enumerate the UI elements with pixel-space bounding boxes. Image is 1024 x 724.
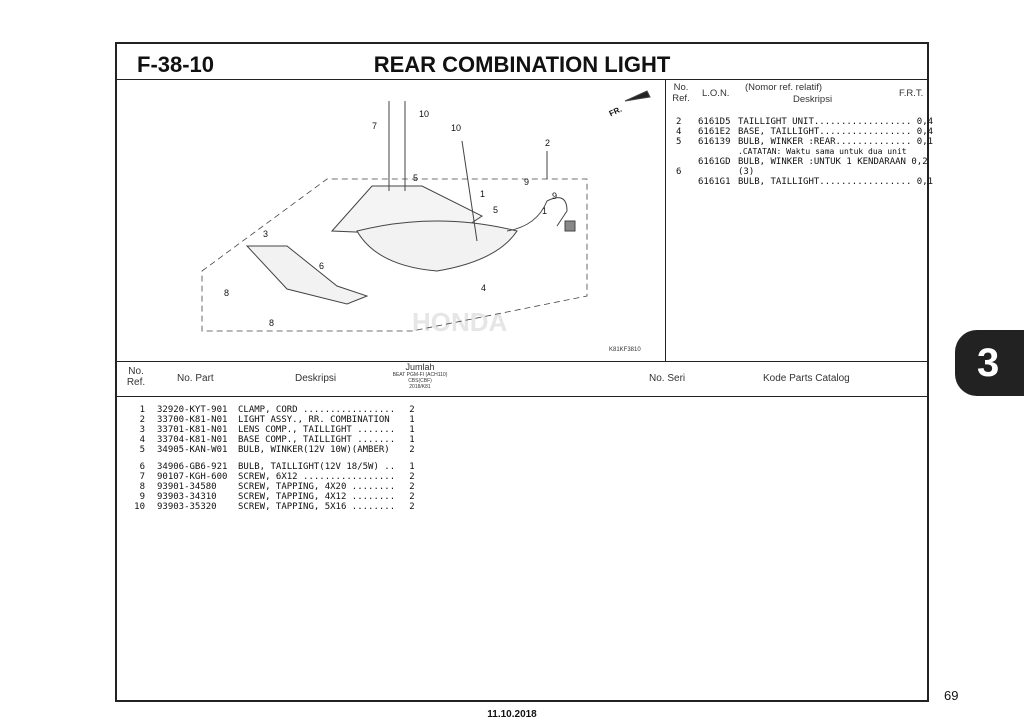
callout: 3 (263, 229, 269, 239)
cell-qty: 2 (409, 482, 415, 492)
desc-top-header: (Nomor ref. relatif) (745, 82, 823, 93)
section-tab[interactable]: 3 (955, 330, 1024, 396)
cell-qty: 2 (409, 492, 415, 502)
cell-ref: 9 (139, 492, 145, 502)
cell-qty: 1 (409, 435, 415, 445)
cell-part: 33701-K81-N01 (157, 425, 228, 435)
cell-ref: 5 (139, 445, 145, 455)
callout: 6 (319, 261, 325, 271)
ref-no-header: No. Ref. (672, 82, 690, 104)
desc-header: Deskripsi (793, 94, 833, 105)
divider (117, 79, 927, 80)
cell-qty: 1 (409, 415, 415, 425)
cell-qty: 2 (409, 502, 415, 512)
callout: 1 (542, 206, 548, 216)
catalog-code-header: Kode Parts Catalog (763, 373, 850, 384)
parts-ref-header: No. Ref. (126, 366, 146, 388)
callout: 5 (493, 205, 499, 215)
callout: 8 (269, 318, 275, 328)
cell-ref: 8 (139, 482, 145, 492)
cell-qty: 2 (409, 472, 415, 482)
cell-part: 34905-KAN-W01 (157, 445, 228, 455)
desc-header: Deskripsi (295, 373, 337, 384)
callout: 9 (552, 191, 558, 201)
cell-part: 93901-34580 (157, 482, 217, 492)
cell-part: 34906-GB6-921 (157, 462, 228, 472)
divider (117, 361, 927, 362)
callout: 1 (480, 189, 486, 199)
callout: 7 (372, 121, 378, 131)
page-number: 69 (944, 688, 959, 703)
cell-qty: 1 (409, 425, 415, 435)
cell-ref: 7 (139, 472, 145, 482)
catalog-page-frame: F-38-10 REAR COMBINATION LIGHT HONDA FR.… (115, 42, 933, 702)
publication-date: 11.10.2018 (487, 709, 537, 720)
cell-part: 93903-34310 (157, 492, 217, 502)
callout: 4 (481, 283, 487, 293)
cell-ref: 1 (139, 405, 145, 415)
cell-part: 33700-K81-N01 (157, 415, 228, 425)
cell-part: 33704-K81-N01 (157, 435, 228, 445)
cell-qty: 2 (409, 405, 415, 415)
cell-ref: 10 (134, 502, 145, 512)
cell-ref: 6 (139, 462, 145, 472)
part-no-header: No. Part (177, 373, 214, 384)
cell-ref: 3 (139, 425, 145, 435)
cell-desc: BASE COMP., TAILLIGHT ....... (238, 435, 396, 445)
cell-ref: 2 (139, 415, 145, 425)
cell-desc: LIGHT ASSY., RR. COMBINATION (238, 415, 390, 425)
cell-desc: CLAMP, CORD ................. (238, 405, 396, 415)
cell-desc: SCREW, 6X12 ................. (238, 472, 396, 482)
lon-header: L.O.N. (702, 88, 730, 99)
cell-desc: LENS COMP., TAILLIGHT ....... (238, 425, 396, 435)
callout: 10 (419, 109, 430, 119)
frt-header: F.R.T. (899, 88, 924, 99)
cell-part: 32920-KYT-901 (157, 405, 228, 415)
cell-part: 93903-35320 (157, 502, 217, 512)
serial-no-header: No. Seri (649, 373, 686, 384)
qty-header: Jumlah BEAT PGM-FI (ACH110) CBS(CBF) 201… (392, 362, 448, 390)
page-title: REAR COMBINATION LIGHT (373, 52, 671, 77)
cell-desc: BULB, WINKER(12V 10W)(AMBER) (238, 445, 390, 455)
parts-diagram: HONDA FR. 1 1 2 3 4 5 5 6 7 8 8 9 9 10 1… (117, 81, 665, 361)
callout: 8 (224, 288, 230, 298)
figure-id: K81KF3810 (609, 347, 641, 353)
cell-qty: 1 (409, 462, 415, 472)
cell-part: 90107-KGH-600 (157, 472, 228, 482)
divider (117, 396, 927, 397)
callout: 2 (545, 138, 551, 148)
cell-desc: SCREW, TAPPING, 4X20 ........ (238, 482, 396, 492)
cell-desc: SCREW, TAPPING, 5X16 ........ (238, 502, 396, 512)
callout: 10 (451, 123, 462, 133)
cell-qty: 2 (409, 445, 415, 455)
honda-watermark: HONDA (412, 307, 508, 337)
cell-desc: SCREW, TAPPING, 4X12 ........ (238, 492, 396, 502)
callout: 9 (524, 177, 530, 187)
callout: 5 (413, 173, 419, 183)
divider (665, 79, 666, 361)
cell-ref: 4 (139, 435, 145, 445)
cell-desc: BULB, TAILLIGHT(12V 18/5W) .. (238, 462, 396, 472)
section-code: F-38-10 (137, 52, 215, 77)
